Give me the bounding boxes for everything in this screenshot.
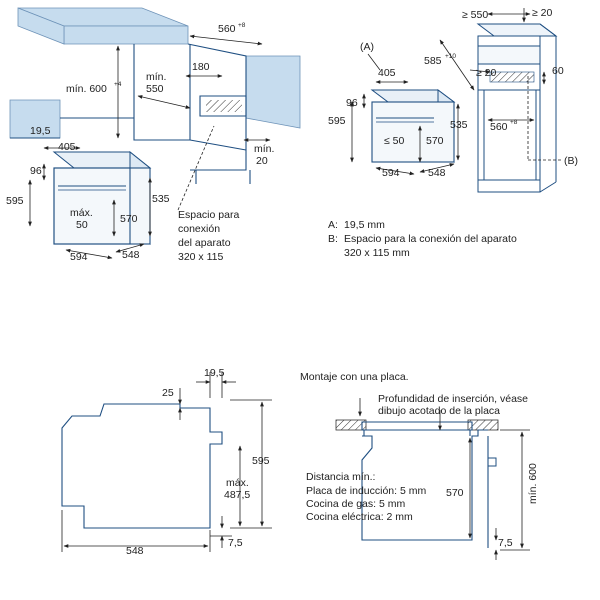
- legend-a-text: 19,5 mm: [344, 219, 385, 231]
- tall-housing-view: (A) ≥ 550 ≥ 20 585 +10 ≥ 20: [328, 7, 578, 193]
- dim-570: 570: [120, 213, 138, 225]
- connection-hatch: [206, 100, 242, 112]
- housing-cabinet: [476, 23, 558, 193]
- dim-570-hob: 570: [446, 487, 464, 499]
- legend-b-text-2: 320 x 115 mm: [344, 247, 410, 259]
- dim-le-50: ≤ 50: [384, 135, 405, 147]
- dim-570-small: 570: [426, 135, 444, 147]
- dim-180: 180: [192, 61, 210, 73]
- dim-548-profile: 548: [126, 545, 144, 557]
- dist-electric: Cocina eléctrica: 2 mm: [306, 511, 413, 523]
- dim-594-small: 594: [382, 167, 400, 179]
- dim-min-550-value: 550: [146, 83, 164, 95]
- dim-535-small: 535: [450, 119, 468, 131]
- dim-ge-20-mid: ≥ 20: [476, 67, 497, 79]
- cabinet-legs: [195, 170, 251, 184]
- worktop-right: [245, 55, 301, 129]
- hob-plate: [361, 421, 473, 431]
- conn-label-2: conexión: [178, 223, 220, 235]
- worktop-left: [335, 419, 367, 431]
- dim-19-5: 19,5: [30, 125, 51, 137]
- dim-405-small: 405: [378, 67, 396, 79]
- dim-ge-550: ≥ 550: [462, 9, 488, 21]
- legend: A: 19,5 mm B: Espacio para la conexión d…: [328, 219, 517, 259]
- dim-585: 585: [424, 55, 442, 67]
- cabinet-edges: [10, 117, 247, 151]
- dim-max-50-label: máx.: [70, 207, 93, 219]
- dist-gas: Cocina de gas: 5 mm: [306, 498, 405, 510]
- dim-min-600-hob: mín. 600: [527, 463, 539, 504]
- dim-595-profile: 595: [252, 455, 270, 467]
- dim-7-5-hob: 7,5: [498, 537, 513, 549]
- dim-ge-20-top: ≥ 20: [532, 7, 553, 19]
- countertop-side: [17, 7, 65, 45]
- countertop-front: [63, 25, 189, 45]
- dim-max-label: máx.: [226, 477, 249, 489]
- niche-outline: [133, 44, 191, 141]
- dim-560-tolerance: +8: [238, 22, 246, 29]
- depth-note-2: dibujo acotado de la placa: [378, 405, 500, 417]
- dim-min-550-label: mín.: [146, 71, 166, 83]
- legend-b-key: B:: [328, 233, 338, 245]
- dim-min-20-value: 20: [256, 155, 268, 167]
- dim-595-small: 595: [328, 115, 346, 127]
- label-a: (A): [360, 41, 374, 53]
- dim-548-small: 548: [428, 167, 446, 179]
- dim-max-50-value: 50: [76, 219, 88, 231]
- dist-induction: Placa de inducción: 5 mm: [306, 485, 426, 497]
- dim-60: 60: [552, 65, 564, 77]
- conn-label-3: del aparato: [178, 237, 231, 249]
- dist-title: Distancia mín.:: [306, 471, 375, 483]
- conn-label-1: Espacio para: [178, 209, 239, 221]
- dim-595: 595: [6, 195, 24, 207]
- hob-title: Montaje con una placa.: [300, 371, 409, 383]
- oven-isometric: [52, 150, 152, 246]
- dim-405: 405: [58, 141, 76, 153]
- dim-560: 560: [218, 23, 236, 35]
- dim-min-600: mín. 600: [66, 83, 107, 95]
- dim-min-600-tolerance: +4: [114, 81, 122, 88]
- depth-note-1: Profundidad de inserción, véase: [378, 393, 528, 405]
- dim-7-5-profile: 7,5: [228, 537, 243, 549]
- connection-leader: [177, 125, 215, 211]
- dim-535: 535: [152, 193, 170, 205]
- connection-box: [199, 95, 247, 117]
- dim-96: 96: [30, 165, 42, 177]
- dim-548: 548: [122, 249, 140, 261]
- dim-min-20-label: mín.: [254, 143, 274, 155]
- conn-label-4: 320 x 115: [178, 251, 224, 263]
- dim-25: 25: [162, 387, 174, 399]
- legend-b-text: Espacio para la conexión del aparato: [344, 233, 517, 245]
- dim-19-5-profile: 19,5: [204, 367, 225, 379]
- legend-a-key: A:: [328, 219, 338, 231]
- label-b: (B): [564, 155, 578, 167]
- dim-560-small: 560: [490, 121, 508, 133]
- dim-585-tolerance: +10: [445, 53, 456, 60]
- hob-mounting-view: Montaje con una placa. Profundidad de in…: [300, 371, 539, 560]
- cabinet-isometric-view: 560 +8 mín. 600 +4 mín. 550 180 mín. 20 …: [6, 7, 301, 263]
- dim-594: 594: [70, 251, 88, 263]
- dim-560-small-tolerance: +8: [510, 119, 518, 126]
- oven-profile-hob: [361, 429, 488, 541]
- oven-side-profile: [61, 403, 223, 529]
- side-profile-view: 19,5 25 595 máx. 487,5 7,5 548: [61, 367, 272, 557]
- oven-front-small: [371, 101, 455, 163]
- dim-487-5: 487,5: [224, 489, 250, 501]
